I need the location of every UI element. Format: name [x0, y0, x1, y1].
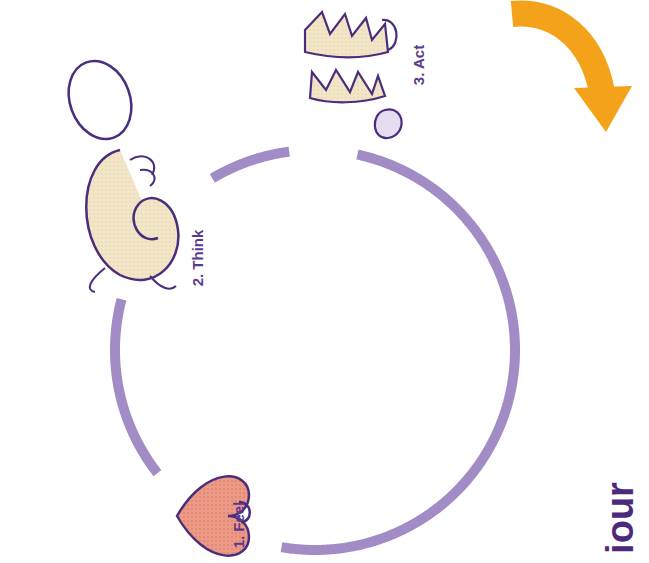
cycle-arc [212, 152, 289, 179]
step-label: 3. Act [410, 45, 427, 85]
heart-illustration [177, 476, 250, 555]
cycle-arc [115, 299, 157, 473]
title-fragment: iour [599, 482, 642, 554]
thinking-figure-illustration [58, 52, 178, 292]
crowns-illustration [305, 12, 402, 138]
step-label: 2. Think [189, 230, 206, 287]
orange-curved-arrow [512, 14, 632, 132]
step-label: 1. Feel [230, 502, 247, 549]
cycle-step: 2. Think [55, 58, 210, 297]
cycle-step: 3. Act [292, 0, 432, 152]
cycle-step: 1. Feel [160, 462, 278, 563]
cycle-arc [281, 155, 515, 550]
